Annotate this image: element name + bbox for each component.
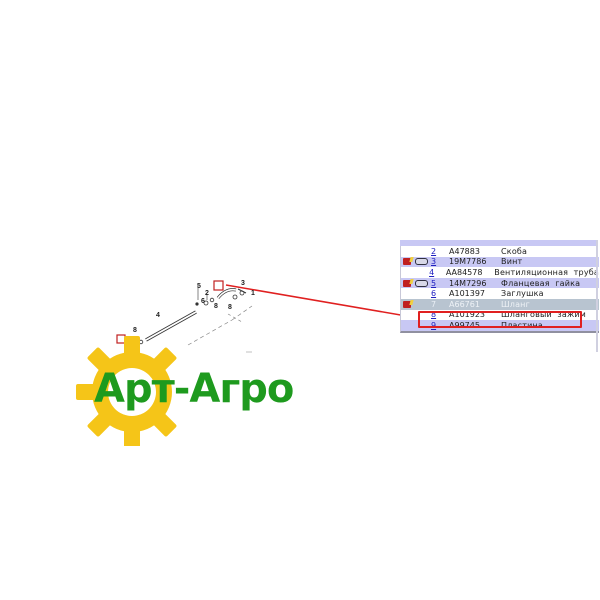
callout-4: 4 [156,312,160,319]
logo-text: Арт-Агро [94,366,294,412]
book-cell [401,279,413,287]
book-icon[interactable] [403,300,411,308]
book-icon[interactable] [403,258,411,266]
vent-pipe [145,310,197,342]
part-number-link[interactable]: 7 [431,299,437,309]
part-code: A99745 [449,320,480,330]
part-number-link[interactable]: 6 [431,289,437,299]
link-cell [413,279,429,287]
part-name: Фланцевая гайка [501,278,581,288]
part-number-link[interactable]: 8 [431,310,437,320]
part-code: A66761 [449,299,480,309]
table-row[interactable]: 5 14M7296 Фланцевая гайка [401,277,599,289]
callout-box-hose [213,280,224,291]
part-number-link[interactable]: 5 [431,278,437,288]
part-number-link[interactable]: 4 [429,267,435,277]
callout-8: 8 [228,304,232,311]
part-code: A101397 [449,289,486,299]
callout-6: 6 [201,298,205,305]
chain-link-icon[interactable] [414,279,428,287]
table-row[interactable]: 3 19M7786 Винт [401,256,599,268]
table-top-partial-row [400,240,598,246]
table-row[interactable]: 4 AA84578 Вентиляционная труба [401,267,599,278]
part-code: A101923 [449,310,486,320]
connector-line [225,284,419,319]
art-agro-logo [76,336,177,446]
table-row[interactable]: 6 A101397 Заглушка [401,288,599,299]
selected-row-highlight [418,311,582,328]
part-code: 14M7296 [449,278,487,288]
part-name: Шланг [501,299,531,309]
parts-table: 2 A47883 Скоба 3 19M7786 Винт 4 AA84578 Вентиляц… [400,246,599,333]
part-number-link[interactable]: 3 [431,257,437,267]
link-cell [413,258,429,266]
chain-link-icon[interactable] [414,258,428,266]
part-code: 19M7786 [449,257,487,267]
callout-1: 1 [251,290,255,297]
gear-icon [76,336,177,446]
part-name: Винт [501,257,523,267]
table-row[interactable]: 9 A99745 Пластина [401,320,599,331]
callout-2: 2 [205,290,209,297]
part-name: Пластина [501,320,544,330]
fittings [133,286,247,347]
part-number-link[interactable]: 9 [431,320,437,330]
callout-8: 8 [133,327,137,334]
part-name: Заглушка [501,289,544,299]
part-name: Вентиляционная труба [494,267,599,277]
part-name: Шланговый зажим [501,310,587,320]
table-row[interactable]: 8 A101923 Шланговый зажим [401,309,599,321]
dashed-guide [227,313,243,323]
table-scrollbar[interactable] [596,240,598,352]
part-number-link[interactable]: 2 [431,246,437,256]
callout-3: 3 [241,280,245,287]
callout-5: 5 [197,283,201,290]
table-row[interactable]: 2 A47883 Скоба [401,246,599,257]
book-icon[interactable] [403,279,411,287]
part-code: A47883 [449,246,480,256]
part-name: Скоба [501,246,528,256]
table-row[interactable]: 7 A66761 Шланг [401,298,599,310]
book-cell [401,300,413,308]
book-cell [401,258,413,266]
part-code: AA84578 [445,267,483,277]
dashed-guide [187,305,253,346]
callout-8: 8 [214,303,218,310]
